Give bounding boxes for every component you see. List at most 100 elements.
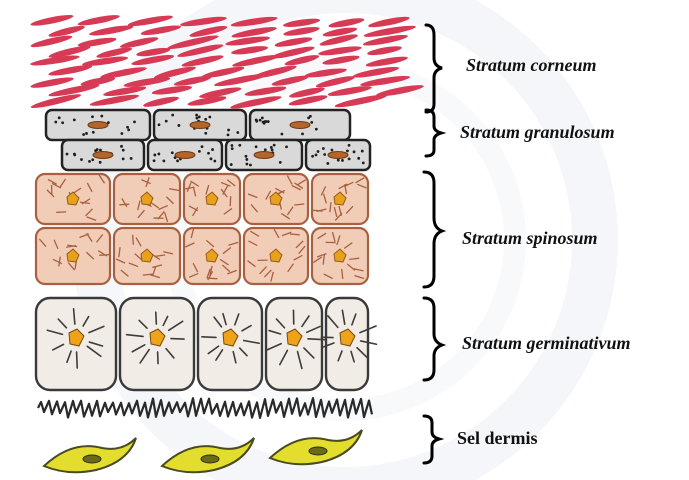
granule-dot [178,124,181,127]
stratum-spinosum-cells [36,174,368,284]
spine [133,235,134,245]
granule-dot [270,146,273,149]
granule-dot [91,115,94,118]
granule-dot [267,120,270,123]
granule-dot [176,159,179,162]
spine [99,255,109,256]
cytoplasm-stroke [202,337,216,338]
corneum-cell [283,25,320,37]
granule-dot [162,160,165,163]
corneum-cell [328,16,365,29]
granule-dot [198,115,201,118]
stratum-germinativum-cells [36,298,376,390]
granulosum-nucleus [175,152,195,159]
corneum-cell [30,13,74,28]
cytoplasm-stroke [171,339,184,340]
granule-dot [211,148,214,151]
granule-dot [317,150,320,153]
granule-dot [285,145,288,148]
granule-dot [326,162,329,165]
granulosum-nucleus [254,152,274,159]
granule-dot [264,148,267,151]
granule-dot [171,151,174,154]
granule-dot [66,153,69,156]
granule-dot [165,120,168,123]
corneum-cell [232,53,281,69]
granule-dot [231,144,234,147]
granule-dot [337,159,340,162]
corneum-cell [367,44,403,57]
corneum-cell [274,35,313,48]
granule-dot [158,123,161,126]
granule-dot [255,119,258,122]
granule-dot [88,160,91,163]
granule-dot [315,153,318,156]
granule-dot [273,144,276,147]
granule-dot [153,159,156,162]
cytoplasm-stroke [156,312,157,324]
granule-dot [122,149,125,152]
granule-dot [255,145,258,148]
granulosum-nucleus [190,122,210,129]
granule-dot [195,114,198,117]
bracket-granulosum [426,110,441,156]
granule-dot [322,147,325,150]
granule-dot [315,128,318,131]
dermis-nucleus [309,447,327,455]
label-stratum-corneum: Stratum corneum [466,55,597,76]
granule-dot [100,115,103,118]
granule-dot [99,161,102,164]
granule-dot [73,153,76,156]
granule-dot [198,150,201,153]
granule-dot [310,121,313,124]
granule-dot [353,150,356,153]
dermis-nucleus [83,455,101,463]
granule-dot [94,149,97,152]
granule-dot [153,154,156,157]
corneum-cell [77,13,120,27]
granule-dot [120,132,123,135]
granule-dot [280,133,283,136]
corneum-cell [127,14,173,29]
granule-dot [230,163,233,166]
corneum-cell [30,75,74,89]
granule-dot [307,116,310,119]
dermis-nucleus [201,455,219,463]
granule-dot [99,149,102,152]
label-stratum-spinosum: Stratum spinosum [462,228,598,249]
granule-dot [362,161,365,164]
granule-dot [208,116,211,119]
granule-dot [130,157,133,160]
granule-dot [323,153,326,156]
label-sel-dermis: Sel dermis [457,428,538,449]
granule-dot [210,157,213,160]
corneum-cell [89,23,134,37]
granule-dot [204,118,207,121]
granule-dot [171,114,174,117]
granule-dot [227,129,230,132]
granule-dot [348,144,351,147]
granule-dot [357,157,360,160]
granule-dot [157,153,160,156]
granule-dot [341,159,344,162]
granule-dot [201,145,204,148]
granule-dot [231,147,234,150]
stratum-granulosum-cells [46,110,370,170]
corneum-cell [48,63,93,77]
granule-dot [331,149,334,152]
granule-dot [85,132,88,135]
granule-dot [261,116,264,119]
corneum-cell [231,44,269,56]
granule-dot [348,157,351,160]
granulosum-nucleus [328,152,348,159]
granule-dot [73,118,76,121]
granule-dot [245,158,248,161]
granule-dot [127,128,130,131]
granulosum-nucleus [93,152,113,159]
label-stratum-germinativum: Stratum germinativum [462,333,631,354]
granulosum-nucleus [290,122,310,129]
granule-dot [207,152,210,155]
granule-dot [133,120,136,123]
granule-dot [271,149,274,152]
granule-dot [245,155,248,158]
